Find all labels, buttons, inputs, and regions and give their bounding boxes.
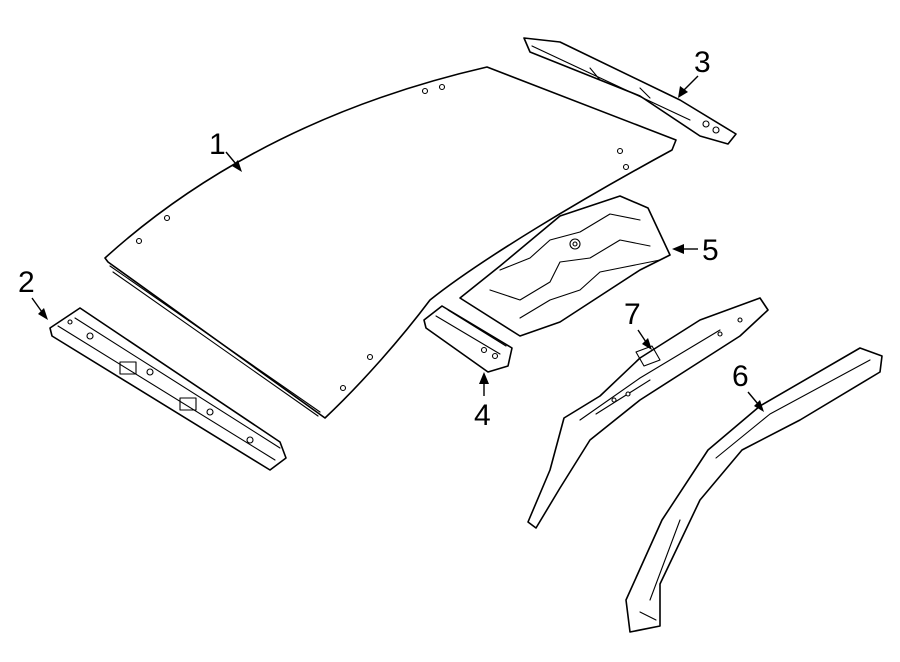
- roof-bow-part: [423, 305, 513, 373]
- callout-6: 6: [732, 360, 764, 412]
- roof-insulator-part: [459, 195, 671, 337]
- callout-4: 4: [474, 372, 491, 432]
- callout-5: 5: [672, 234, 719, 267]
- callout-3: 3: [678, 46, 711, 98]
- callout-7: 7: [624, 298, 652, 350]
- front-header-part: [49, 307, 287, 471]
- callout-1: 1: [209, 128, 242, 172]
- rear-header-part: [523, 37, 737, 145]
- callout-4-label: 4: [474, 399, 491, 432]
- callout-5-label: 5: [702, 234, 719, 267]
- callout-2-label: 2: [18, 266, 35, 299]
- roof-panel-part: [104, 66, 677, 419]
- callout-7-label: 7: [624, 298, 641, 331]
- callout-1-label: 1: [209, 128, 226, 161]
- callout-3-label: 3: [694, 46, 711, 79]
- callout-6-label: 6: [732, 360, 749, 393]
- inner-roof-rail-part: [527, 297, 769, 529]
- outer-roof-rail-part: [625, 347, 883, 633]
- callout-2: 2: [18, 266, 48, 320]
